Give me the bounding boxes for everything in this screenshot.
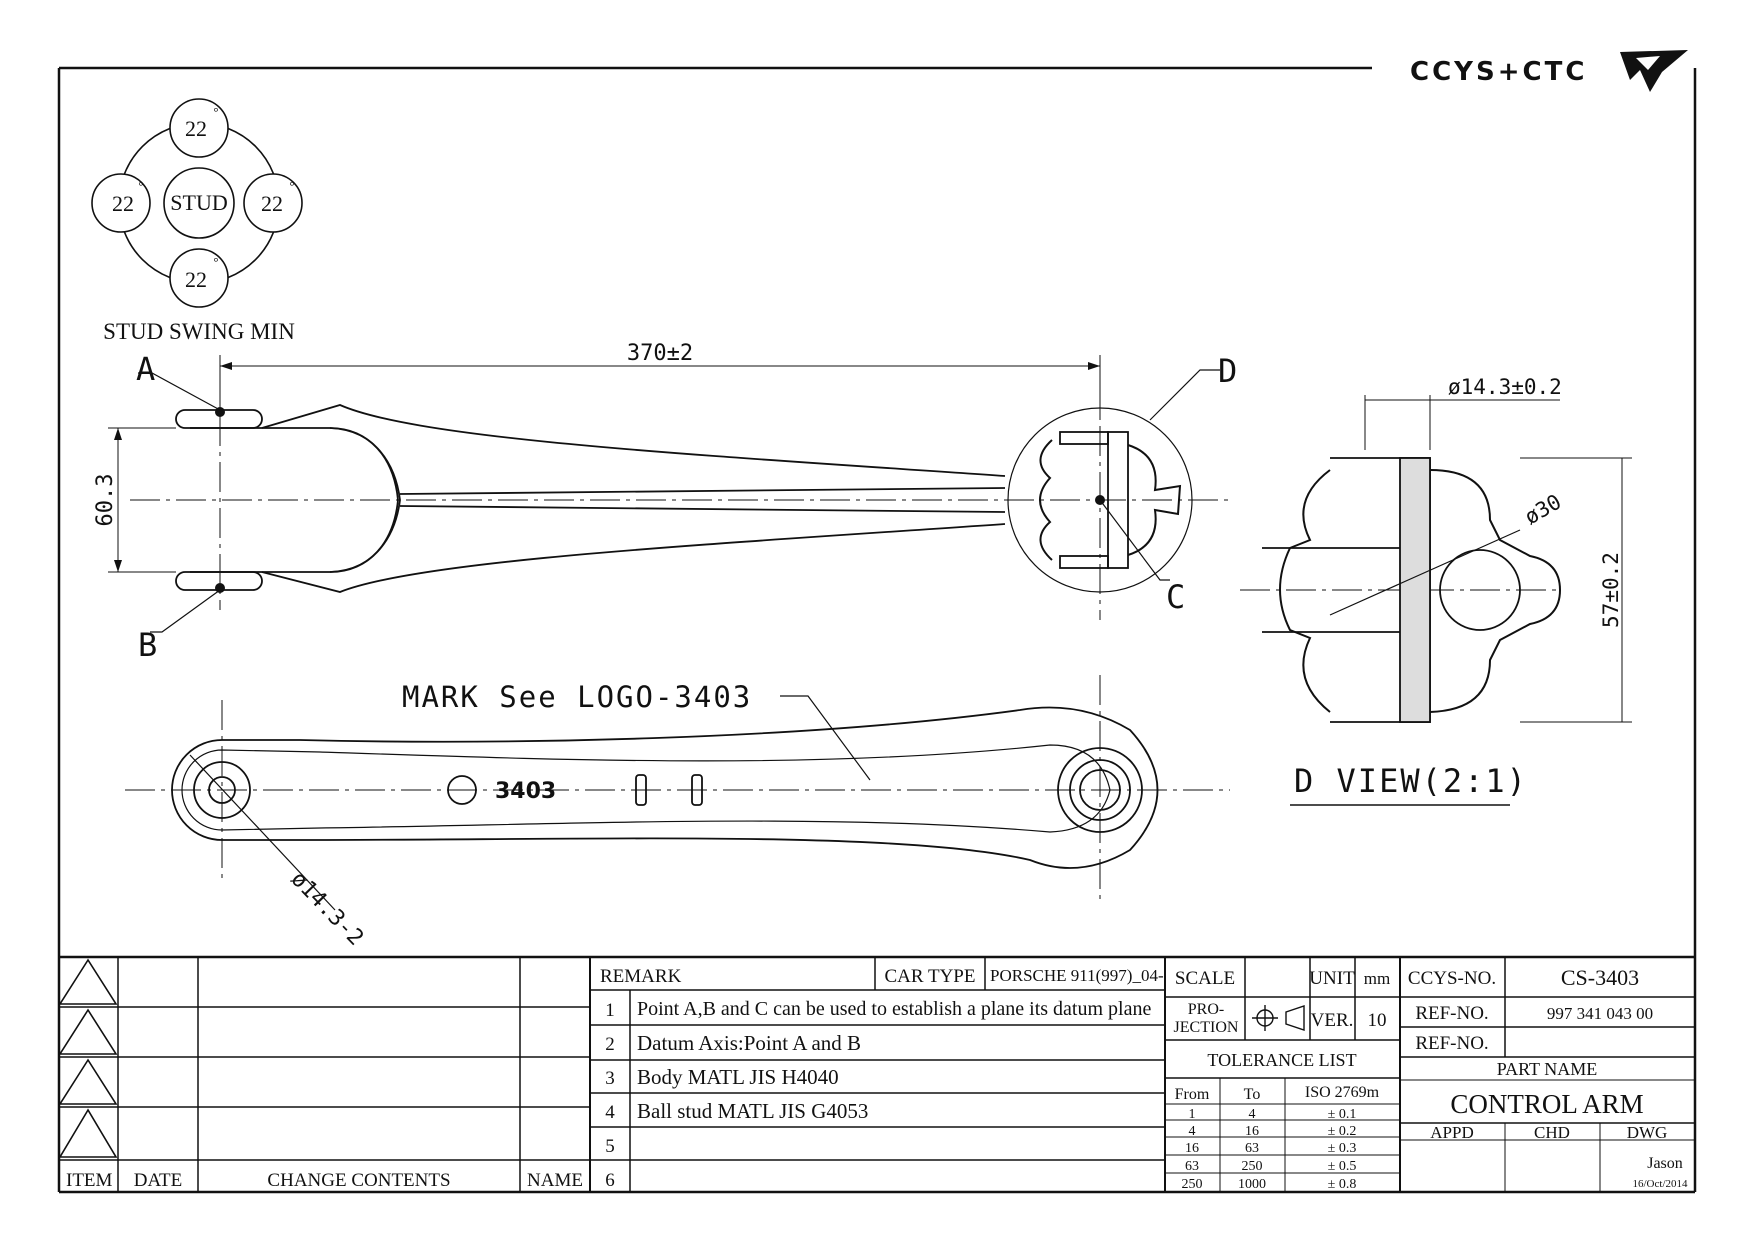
tol-value: ± 0.3	[1328, 1141, 1357, 1156]
tolerance-title: TOLERANCE LIST	[1207, 1050, 1356, 1070]
car-type-value: PORSCHE 911(997)_04-	[990, 966, 1164, 985]
tol-to: 16	[1245, 1124, 1259, 1139]
swing-angle-top: 22	[185, 116, 207, 141]
tol-value: ± 0.8	[1328, 1177, 1357, 1192]
projection-label: JECTION	[1174, 1019, 1239, 1036]
remark-text: Ball stud MATL JIS G4053	[637, 1099, 868, 1123]
car-type-label: CAR TYPE	[885, 966, 976, 987]
point-c-label: C	[1166, 578, 1185, 616]
degree-mark: °	[138, 178, 143, 193]
unit-value: mm	[1364, 969, 1390, 988]
swing-angle-bottom: 22	[185, 267, 207, 292]
remark-num: 3	[605, 1068, 615, 1089]
point-b-label: B	[138, 626, 157, 664]
swing-angle-left: 22	[112, 191, 134, 216]
revision-triangles	[58, 958, 118, 1158]
company-logo: CCYS+CTC	[1410, 50, 1688, 92]
ver-value: 10	[1368, 1010, 1387, 1031]
ccys-no-value: CS-3403	[1561, 965, 1639, 990]
top-view	[108, 355, 1230, 633]
unit-label: UNIT	[1309, 968, 1355, 989]
tol-value: ± 0.2	[1328, 1124, 1357, 1139]
part-mark-3403: 3403	[495, 779, 556, 804]
remark-num: 4	[605, 1102, 615, 1123]
stud-swing-caption: STUD SWING MIN	[103, 319, 295, 344]
ver-label: VER.	[1311, 1010, 1354, 1031]
title-block-grid	[59, 955, 1695, 1192]
d-view-section	[1240, 395, 1632, 806]
tol-to: 63	[1245, 1141, 1259, 1156]
swing-angle-right: 22	[261, 191, 283, 216]
tol-to: 4	[1249, 1107, 1256, 1122]
rev-header-date: DATE	[134, 1170, 183, 1191]
appd-label: APPD	[1430, 1123, 1473, 1142]
logo-text: CCYS+CTC	[1410, 57, 1587, 87]
tol-from: 4	[1189, 1124, 1196, 1139]
remark-num: 1	[605, 1000, 615, 1021]
remark-label: REMARK	[600, 966, 682, 987]
dwg-label: DWG	[1627, 1123, 1668, 1142]
dim-ball-30: ø30	[1521, 490, 1566, 530]
dim-width-60: 60.3	[93, 474, 118, 527]
tol-from: 63	[1185, 1159, 1199, 1174]
dwg-name: Jason	[1647, 1155, 1683, 1172]
dim-length-370: 370±2	[627, 341, 693, 366]
scale-label: SCALE	[1175, 968, 1235, 989]
rev-header-name: NAME	[527, 1170, 583, 1191]
remark-text: Point A,B and C can be used to establish…	[637, 998, 1151, 1020]
detail-d-label: D	[1218, 352, 1237, 390]
tol-to: 1000	[1238, 1177, 1266, 1192]
tol-value: ± 0.5	[1328, 1159, 1357, 1174]
tol-header-from: From	[1175, 1086, 1210, 1103]
dim-bore-bottom: ø14.3-2	[286, 867, 368, 951]
degree-mark: °	[213, 104, 218, 119]
tol-header-iso: ISO 2769m	[1305, 1084, 1380, 1101]
projection-label: PRO-	[1188, 1001, 1224, 1018]
tol-from: 1	[1189, 1107, 1196, 1122]
remark-num: 2	[605, 1034, 615, 1055]
tol-value: ± 0.1	[1328, 1107, 1357, 1122]
rev-header-item: ITEM	[66, 1170, 113, 1191]
point-a-label: A	[136, 350, 155, 388]
degree-mark: °	[213, 254, 218, 269]
remark-num: 6	[605, 1170, 615, 1191]
ref-no-label: REF-NO.	[1415, 1003, 1488, 1024]
ref-no-value: 997 341 043 00	[1547, 1004, 1653, 1023]
dwg-date: 16/Oct/2014	[1633, 1178, 1688, 1190]
dim-height-57: 57±0.2	[1599, 552, 1623, 628]
remark-num: 5	[605, 1136, 615, 1157]
remark-text: Datum Axis:Point A and B	[637, 1031, 861, 1055]
tol-header-to: To	[1244, 1086, 1261, 1103]
part-name-label: PART NAME	[1497, 1059, 1597, 1079]
remark-text: Body MATL JIS H4040	[637, 1065, 839, 1089]
tol-from: 250	[1182, 1177, 1203, 1192]
tol-from: 16	[1185, 1141, 1199, 1156]
dim-bore-d-view: ø14.3±0.2	[1448, 375, 1562, 399]
ref-no-label-2: REF-NO.	[1415, 1033, 1488, 1054]
bottom-view	[125, 675, 1230, 911]
ccys-no-label: CCYS-NO.	[1408, 968, 1496, 989]
tol-to: 250	[1242, 1159, 1263, 1174]
mark-note: MARK See LOGO-3403	[402, 680, 752, 714]
d-view-title: D VIEW(2:1)	[1294, 762, 1528, 800]
degree-mark: °	[289, 178, 294, 193]
stud-swing-diagram	[91, 98, 303, 308]
logo-emblem-icon	[1620, 50, 1688, 92]
rev-header-change: CHANGE CONTENTS	[267, 1170, 450, 1191]
part-name-value: CONTROL ARM	[1450, 1089, 1643, 1119]
projection-symbol-icon	[1252, 1005, 1305, 1031]
chd-label: CHD	[1534, 1123, 1570, 1142]
stud-label: STUD	[170, 190, 227, 215]
